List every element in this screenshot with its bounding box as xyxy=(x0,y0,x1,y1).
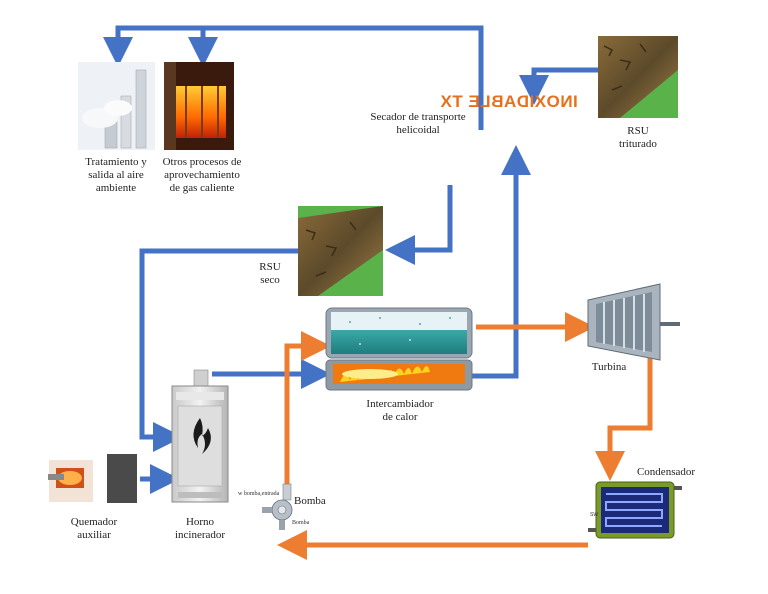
label-tratamiento: Tratamiento y salida al aire ambiente xyxy=(85,156,147,194)
intercambiador-image xyxy=(325,307,473,391)
label-secador: Secador de transporte helicoidal xyxy=(370,111,466,136)
svg-text:SW: SW xyxy=(590,512,598,518)
label-turbina: Turbina xyxy=(591,361,627,373)
blue-flow-lines xyxy=(103,25,598,494)
flow-rsu-triturado-to-secador xyxy=(519,67,598,105)
label-rsu-seco: RSU seco xyxy=(259,261,281,286)
label-condensador: Condensador xyxy=(636,466,696,478)
horno-image xyxy=(171,369,229,503)
brand-watermark: INOXIDABLE TX xyxy=(440,92,578,111)
bomba-image xyxy=(262,483,293,530)
flow-bomba-to-intercambiador xyxy=(284,331,331,498)
label-bomba: Bomba xyxy=(294,495,326,507)
flow-secador-to-rsu-seco xyxy=(385,185,453,265)
label-rsu-triturado: RSU triturado xyxy=(619,125,657,150)
rsu-seco-image xyxy=(298,206,383,296)
turbina-image xyxy=(587,283,680,361)
quemador-image xyxy=(48,454,137,503)
flow-turbina-to-condensador xyxy=(595,358,653,481)
label-otros-procesos: Otros procesos de aprovechamiento de gas… xyxy=(162,156,242,194)
rsu-triturado-image xyxy=(598,36,678,118)
label-bomba-sub: Bomba xyxy=(292,520,310,526)
otros-procesos-image xyxy=(164,62,234,150)
flow-secador-to-tratamiento xyxy=(103,25,484,130)
flow-intercambiador-to-secador xyxy=(472,145,531,379)
label-intercambiador: Intercambiador de calor xyxy=(366,398,434,423)
flow-rsu-seco-to-horno xyxy=(139,248,298,452)
label-quemador: Quemador auxiliar xyxy=(70,516,118,541)
tratamiento-image xyxy=(78,62,155,150)
label-horno: Horno incinerador xyxy=(174,516,226,541)
condensador-image: SW xyxy=(588,481,682,539)
label-w-bomba-entrada: w bomba,entrada xyxy=(238,491,280,497)
orange-flow-lines xyxy=(277,312,653,560)
